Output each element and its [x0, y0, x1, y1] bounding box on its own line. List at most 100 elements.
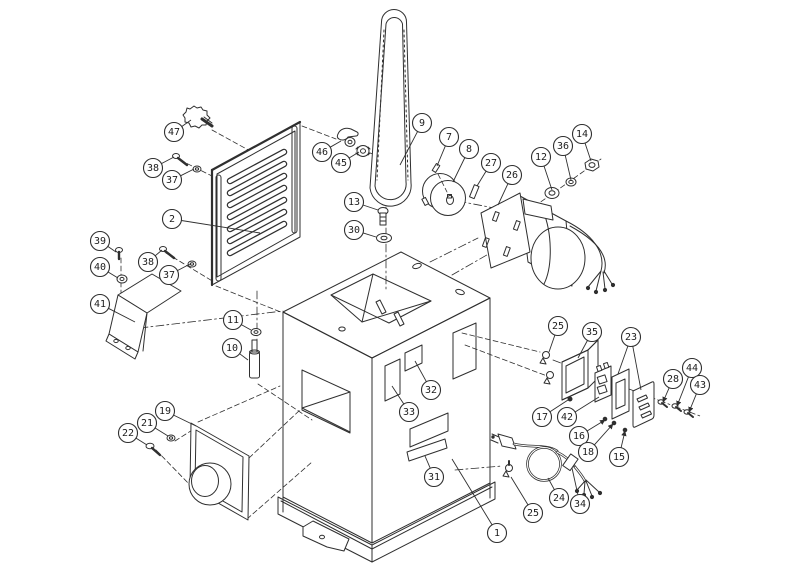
screw-43 [683, 409, 694, 418]
balloon-40: 40 [89, 256, 119, 279]
balloon-number: 19 [159, 406, 171, 417]
setscrew [421, 196, 430, 206]
balloon-number: 8 [466, 144, 472, 155]
balloon-11: 11 [222, 309, 252, 331]
cutout-33 [384, 358, 401, 402]
switch-42 [594, 361, 612, 403]
balloon-number: 35 [586, 327, 598, 338]
balloon-28: 28 [662, 368, 684, 403]
balloon-46: 46 [311, 140, 342, 163]
balloon-19: 19 [154, 400, 197, 427]
balloon-number: 23 [625, 332, 637, 343]
nut-40 [116, 274, 128, 284]
balloon-15: 15 [608, 430, 630, 468]
washer-12 [544, 187, 560, 199]
lock-washer-36 [565, 177, 577, 187]
balloon-43: 43 [688, 374, 711, 413]
balloon-13: 13 [343, 191, 379, 213]
balloon-32: 32 [414, 360, 442, 401]
pulley-8 [422, 173, 466, 216]
balloon-number: 33 [403, 407, 415, 418]
balloon-24: 24 [547, 477, 570, 509]
nut-14 [584, 158, 600, 172]
knob-47 [182, 105, 214, 129]
balloon-37: 37 [161, 168, 195, 191]
balloon-number: 44 [686, 363, 698, 374]
balloon-26: 26 [497, 164, 523, 206]
balloon-10: 10 [221, 337, 249, 361]
hopper-pin [375, 299, 387, 315]
balloon-35: 35 [577, 321, 603, 359]
balloon-25: 25 [547, 315, 569, 353]
balloon-number: 14 [576, 129, 588, 140]
balloon-47: 47 [163, 119, 192, 143]
balloon-number: 38 [142, 257, 154, 268]
plug [490, 433, 517, 450]
bracket-41 [105, 273, 182, 360]
lever-46 [336, 127, 359, 147]
balloon-number: 32 [425, 385, 437, 396]
foot-bracket [302, 520, 350, 552]
screw-17 [567, 396, 573, 402]
balloon-number: 30 [348, 225, 360, 236]
balloon-30: 30 [343, 219, 377, 241]
balloon-number: 39 [94, 236, 106, 247]
screw-28 [657, 399, 668, 408]
balloon-number: 42 [561, 412, 573, 423]
balloon-25: 25 [510, 476, 544, 524]
motor-wires [565, 220, 616, 295]
setscrew-7 [431, 163, 441, 173]
balloon-9: 9 [399, 112, 433, 166]
washer-37-lower [187, 260, 197, 268]
switch-plate-23 [611, 368, 630, 420]
balloon-7: 7 [436, 126, 460, 167]
balloon-number: 16 [573, 431, 585, 442]
key-27 [469, 184, 480, 200]
balloon-number: 38 [147, 163, 159, 174]
panel-rail [215, 174, 222, 282]
balloon-17: 17 [531, 399, 569, 428]
balloon-number: 43 [694, 380, 706, 391]
balloon-number: 27 [485, 158, 497, 169]
screw-38-upper [172, 153, 189, 167]
balloon-44: 44 [676, 357, 703, 407]
balloon-42: 42 [556, 396, 600, 428]
balloon-number: 17 [536, 412, 548, 423]
screw-22 [145, 442, 162, 457]
screw-39 [115, 247, 123, 261]
balloon-number: 13 [348, 197, 360, 208]
balloon-number: 37 [166, 175, 178, 186]
balloon-22: 22 [117, 422, 148, 446]
balloon-number: 1 [494, 528, 500, 539]
balloon-38: 38 [142, 156, 175, 179]
balloon-39: 39 [89, 230, 117, 253]
washer-21 [166, 434, 176, 442]
balloon-number: 25 [527, 508, 539, 519]
balloon-number: 21 [141, 418, 153, 429]
balloon-31: 31 [423, 455, 445, 488]
balloon-38: 38 [137, 249, 163, 273]
dust-port-assembly [145, 385, 313, 521]
balloon-number: 15 [613, 452, 625, 463]
balloon-41: 41 [89, 293, 136, 323]
nut-11 [250, 328, 262, 336]
balloon-number: 7 [446, 132, 452, 143]
balloon-number: 45 [335, 158, 347, 169]
balloon-number: 31 [428, 472, 440, 483]
balloon-number: 11 [227, 315, 239, 326]
screw-44 [671, 403, 682, 412]
switch-assembly [461, 332, 701, 433]
balloon-1: 1 [451, 458, 508, 544]
drive-assembly [369, 9, 526, 292]
clamp-25-lower [502, 460, 513, 478]
motor-assembly [469, 158, 616, 295]
louver-slots [226, 148, 288, 257]
hopper-pin [393, 311, 405, 327]
clamp-25-upper [539, 351, 554, 385]
port-collar [188, 462, 232, 506]
balloon-27: 27 [476, 152, 502, 187]
cutout-32 [404, 344, 423, 372]
switch-cover-23 [632, 381, 655, 428]
